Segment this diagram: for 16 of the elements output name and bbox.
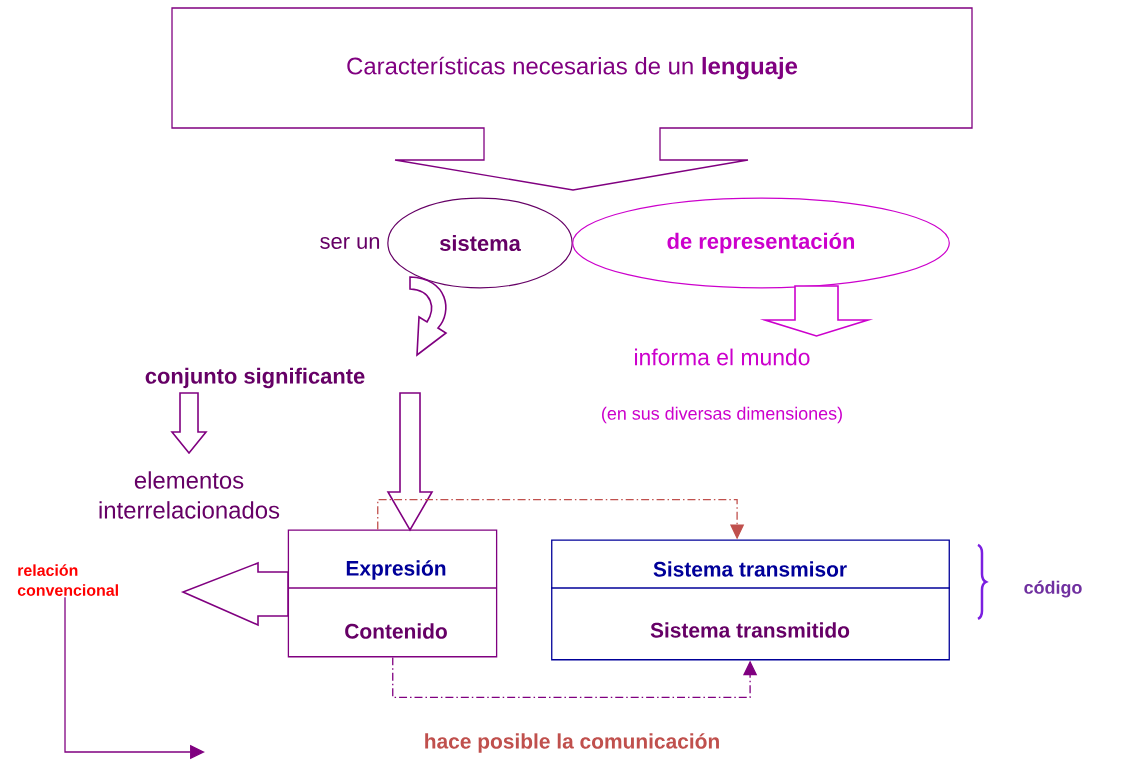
block-arrow [180,561,289,627]
block-arrow [386,392,434,532]
heading-text: conjunto significante [145,367,365,389]
text: ser un [320,237,380,249]
text: elementos interrelacionados [99,471,280,519]
text: código [1024,580,1082,598]
text: relación convencional [17,564,118,596]
block-arrow [170,392,208,455]
callout-box: Características necesarias de un lenguaje [171,7,973,191]
note-text: (en sus diversas dimensiones) [602,406,842,424]
block-arrow [409,276,447,356]
block-arrow [759,285,874,337]
text: informa el mundo [635,348,810,366]
two-part-box: Expresión Contenido [287,529,498,658]
two-part-box: Sistema transmisor Sistema transmitido [550,539,951,661]
text: hace posible la comunicación [425,733,719,753]
